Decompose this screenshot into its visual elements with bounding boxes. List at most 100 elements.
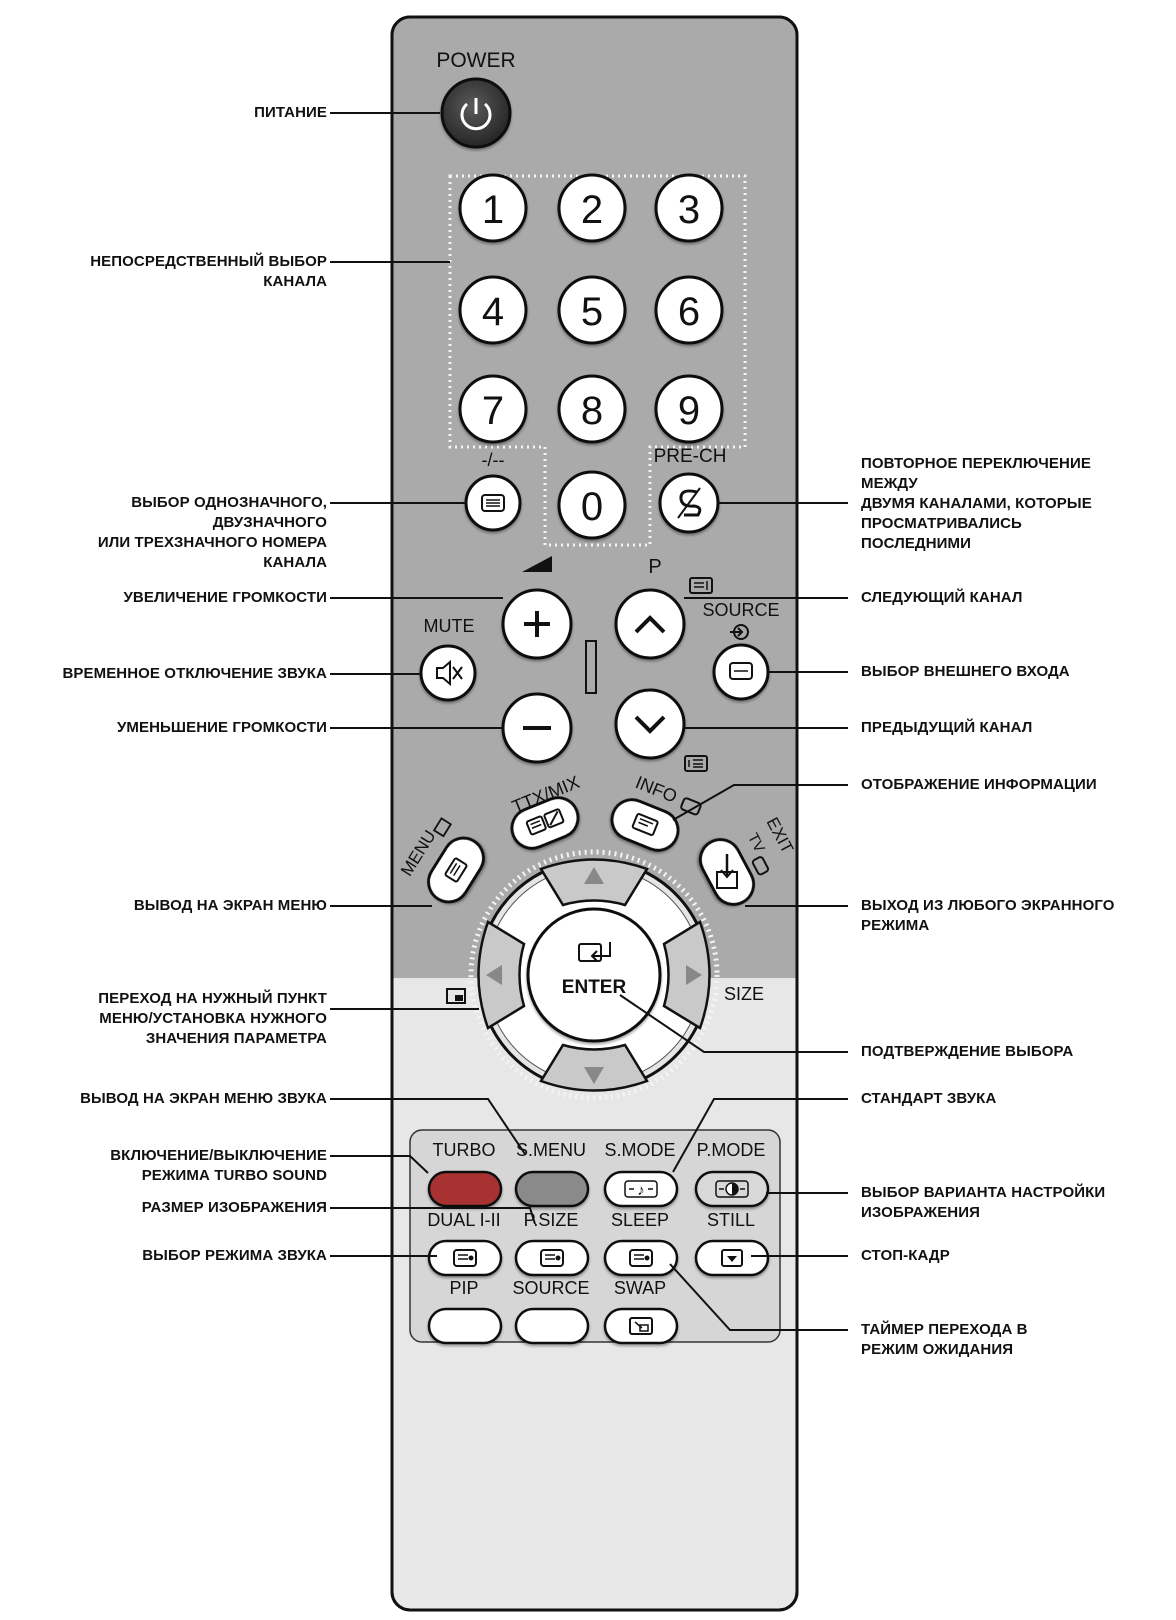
callout-line: УВЕЛИЧЕНИЕ ГРОМКОСТИ — [123, 589, 327, 606]
number-key-label: 2 — [581, 188, 603, 232]
swap-icon — [629, 1317, 653, 1335]
digit-mode-label: -/-- — [482, 450, 505, 470]
number-key-1[interactable] — [458, 173, 528, 243]
enter-label: ENTER — [562, 977, 627, 998]
dual-button[interactable] — [427, 1239, 503, 1277]
pip-label: PIP — [449, 1278, 478, 1298]
enter-icon — [578, 942, 611, 962]
callout-line: КАНАЛА — [263, 554, 327, 571]
callout-line: КАНАЛА — [263, 273, 327, 290]
pip-small-icon — [446, 988, 466, 1004]
callout-line: ИЗОБРАЖЕНИЯ — [861, 1204, 981, 1221]
bottom-key-panel — [409, 1129, 781, 1343]
contrast-icon — [715, 1180, 749, 1198]
callout-line: ВЫБОР РЕЖИМА ЗВУКА — [142, 1247, 327, 1264]
turbo-label: TURBO — [433, 1140, 496, 1160]
enter-button[interactable] — [526, 907, 662, 1043]
callout-line: ЗНАЧЕНИЯ ПАРАМЕТРА — [145, 1030, 327, 1047]
number-key-label: 3 — [678, 188, 700, 232]
power-label: POWER — [436, 49, 515, 72]
callout-enter: ПОДТВЕРЖДЕНИЕ ВЫБОРА — [861, 1042, 1073, 1062]
callout-line: РЕЖИМ ОЖИДАНИЯ — [861, 1341, 1014, 1358]
callout-line: ПОСЛЕДНИМИ — [861, 535, 972, 552]
callout-lines — [330, 112, 848, 1331]
sleep-label: SLEEP — [611, 1210, 669, 1230]
exit-tv-icon — [751, 856, 769, 876]
callout-line: ДВУЗНАЧНОГО — [212, 514, 327, 531]
smode-label: S.MODE — [604, 1140, 675, 1160]
callout-line: ИЛИ ТРЕХЗНАЧНОГО НОМЕРА — [97, 534, 327, 551]
menu-screen-icon — [444, 857, 468, 883]
source-input-icon — [730, 624, 749, 640]
swap-label: SWAP — [614, 1278, 666, 1298]
digit-mode-icon — [481, 494, 505, 512]
speaker-mute-icon — [436, 659, 463, 687]
remote-body — [390, 15, 799, 1612]
source-button[interactable] — [712, 643, 770, 701]
exit-arrow-icon — [716, 854, 738, 889]
channel-down-button[interactable] — [614, 688, 686, 760]
callout-line: ВЫХОД ИЗ ЛЮБОГО ЭКРАННОГО — [861, 897, 1115, 914]
number-key-label: 1 — [482, 188, 504, 232]
sleep-button[interactable] — [603, 1239, 679, 1277]
svg-text:♪: ♪ — [637, 1182, 645, 1199]
number-key-4[interactable] — [458, 275, 528, 345]
number-key-label: 9 — [678, 389, 700, 433]
callout-line: ВКЛЮЧЕНИЕ/ВЫКЛЮЧЕНИЕ — [110, 1147, 327, 1164]
callout-line: ТАЙМЕР ПЕРЕХОДА В — [861, 1321, 1028, 1338]
callout-line: ВЫБОР ВАРИАНТА НАСТРОЙКИ — [861, 1184, 1106, 1201]
triangle-up-icon — [584, 867, 604, 884]
number-key-2[interactable] — [557, 173, 627, 243]
triangle-right-icon — [686, 965, 702, 985]
callout-line: ПОДТВЕРЖДЕНИЕ ВЫБОРА — [861, 1043, 1074, 1060]
channel-up-button[interactable] — [614, 588, 686, 660]
callout-line: ПЕРЕХОД НА НУЖНЫЙ ПУНКТ — [98, 990, 327, 1007]
callout-line: ПРЕДЫДУЩИЙ КАНАЛ — [861, 719, 1033, 736]
source2-button[interactable] — [514, 1307, 590, 1345]
screen2-icon — [540, 1249, 564, 1267]
number-key-9[interactable] — [654, 374, 724, 444]
number-key-8[interactable] — [557, 374, 627, 444]
callout-line: СЛЕДУЮЩИЙ КАНАЛ — [861, 589, 1023, 606]
callout-picture-size: РАЗМЕР ИЗОБРАЖЕНИЯ — [142, 1198, 327, 1218]
callout-exit: ВЫХОД ИЗ ЛЮБОГО ЭКРАННОГО РЕЖИМА — [861, 896, 1115, 936]
psize-button[interactable] — [514, 1239, 590, 1277]
swap-channel-icon — [677, 487, 702, 519]
swap-button[interactable] — [603, 1307, 679, 1345]
callout-line: РЕЖИМА — [861, 917, 930, 934]
menu-icon — [432, 817, 453, 838]
number-key-5[interactable] — [557, 275, 627, 345]
callout-picture-mode: ВЫБОР ВАРИАНТА НАСТРОЙКИ ИЗОБРАЖЕНИЯ — [861, 1183, 1105, 1223]
chevron-up-icon — [634, 615, 666, 634]
smode-button[interactable] — [603, 1170, 679, 1208]
still-label: STILL — [707, 1210, 755, 1230]
turbo-button[interactable] — [427, 1170, 503, 1208]
callout-line: СТОП-КАДР — [861, 1247, 950, 1264]
channel-p-label: P — [648, 556, 661, 578]
triangle-left-icon — [486, 965, 502, 985]
smenu-button[interactable] — [514, 1170, 590, 1208]
mute-button[interactable] — [419, 644, 477, 702]
teletext-hold-icon — [689, 577, 713, 594]
number-key-7[interactable] — [458, 374, 528, 444]
teletext-mix-icon — [525, 808, 565, 836]
number-key-label: 8 — [581, 389, 603, 433]
pip-button[interactable] — [427, 1307, 503, 1345]
number-key-0[interactable] — [557, 470, 627, 540]
callout-still: СТОП-КАДР — [861, 1246, 950, 1266]
number-key-3[interactable] — [654, 173, 724, 243]
chevron-down-icon — [634, 715, 666, 734]
callout-line: ПИТАНИЕ — [254, 104, 327, 121]
callout-prech: ПОВТОРНОЕ ПЕРЕКЛЮЧЕНИЕ МЕЖДУ ДВУМЯ КАНАЛ… — [861, 454, 1092, 554]
source-label: SOURCE — [702, 600, 779, 620]
callout-sound-mode: СТАНДАРТ ЗВУКА — [861, 1089, 996, 1109]
teletext-index-icon — [684, 755, 708, 772]
menu-button[interactable] — [421, 831, 491, 910]
callout-line: УМЕНЬШЕНИЕ ГРОМКОСТИ — [116, 719, 327, 736]
number-key-6[interactable] — [654, 275, 724, 345]
triangle-down-icon — [584, 1067, 604, 1084]
volume-ramp-icon — [522, 556, 552, 572]
callout-navigate: ПЕРЕХОД НА НУЖНЫЙ ПУНКТ МЕНЮ/УСТАНОВКА Н… — [98, 989, 327, 1049]
info-screen-icon — [631, 813, 659, 837]
